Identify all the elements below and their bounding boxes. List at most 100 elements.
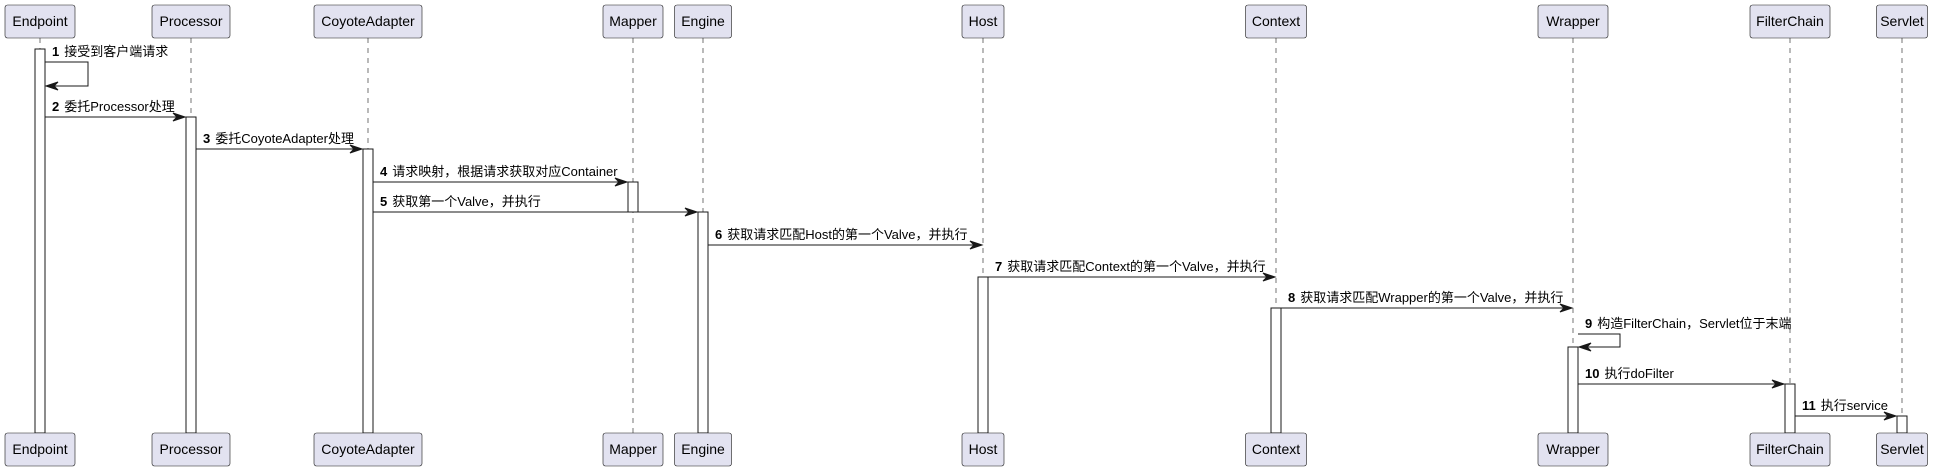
participant-label: Mapper	[609, 13, 657, 29]
participant-box	[674, 432, 732, 467]
participant-box	[1245, 4, 1307, 39]
participant-endpoint-top[interactable]: Endpoint	[4, 4, 76, 39]
participant-wrapper-top[interactable]: Wrapper	[1537, 4, 1609, 39]
participant-label: Servlet	[1880, 441, 1924, 457]
participant-box	[674, 4, 732, 39]
arrowhead-icon	[172, 112, 187, 122]
activation-bar-processor	[185, 116, 197, 434]
participant-box	[961, 432, 1005, 467]
participant-box	[602, 4, 664, 39]
activation-bar-coyoteadapter	[362, 148, 374, 434]
message-text: 接受到客户端请求	[64, 44, 168, 59]
message-number: 7	[995, 259, 1002, 274]
participant-filterchain-bottom[interactable]: FilterChain	[1749, 432, 1831, 467]
message-number: 2	[52, 99, 59, 114]
participant-coyoteadapter-bottom[interactable]: CoyoteAdapter	[313, 432, 423, 467]
participant-box	[313, 4, 423, 39]
participant-label: Servlet	[1880, 13, 1924, 29]
message-2: 2 委托Processor处理	[45, 99, 187, 122]
participant-label: Engine	[681, 13, 725, 29]
message-text: 执行service	[1821, 398, 1888, 413]
participant-box	[961, 4, 1005, 39]
activation-bar-endpoint	[34, 48, 46, 434]
participant-box	[151, 432, 231, 467]
participant-context-top[interactable]: Context	[1245, 4, 1307, 39]
activation-bar-host	[977, 276, 989, 434]
arrowhead-icon	[969, 240, 984, 250]
participant-endpoint-bottom[interactable]: Endpoint	[4, 432, 76, 467]
message-number: 11	[1802, 398, 1816, 413]
message-label: 11 执行service	[1802, 398, 1888, 413]
participants-bottom: Endpoint Processor CoyoteAdapter Mapper Engi…	[4, 432, 1928, 467]
message-line	[45, 61, 89, 87]
participant-servlet-bottom[interactable]: Servlet	[1876, 432, 1928, 467]
participant-box	[4, 432, 76, 467]
participant-label: Context	[1252, 441, 1300, 457]
participant-host-top[interactable]: Host	[961, 4, 1005, 39]
participant-mapper-top[interactable]: Mapper	[602, 4, 664, 39]
activations	[34, 48, 1908, 434]
arrowhead-icon	[1577, 342, 1592, 352]
participant-label: CoyoteAdapter	[321, 441, 415, 457]
message-9: 9 构造FilterChain，Servlet位于末端	[1577, 316, 1792, 352]
participant-box	[4, 4, 76, 39]
arrowhead-icon	[1771, 379, 1786, 389]
participant-label: Wrapper	[1546, 13, 1600, 29]
message-text: 委托Processor处理	[64, 99, 175, 114]
message-text: 请求映射，根据请求获取对应Container	[392, 164, 618, 179]
participant-label: Mapper	[609, 441, 657, 457]
participant-label: Endpoint	[12, 13, 67, 29]
participant-mapper-bottom[interactable]: Mapper	[602, 432, 664, 467]
message-label: 9 构造FilterChain，Servlet位于末端	[1585, 316, 1792, 331]
participant-processor-top[interactable]: Processor	[151, 4, 231, 39]
participant-host-bottom[interactable]: Host	[961, 432, 1005, 467]
message-number: 1	[52, 44, 59, 59]
message-1: 1 接受到客户端请求	[44, 44, 168, 91]
participant-label: Context	[1252, 13, 1300, 29]
participant-label: FilterChain	[1756, 441, 1824, 457]
participant-box	[1537, 432, 1609, 467]
participant-wrapper-bottom[interactable]: Wrapper	[1537, 432, 1609, 467]
participant-box	[1537, 4, 1609, 39]
participants-top: Endpoint Processor CoyoteAdapter Mapper Engi…	[4, 4, 1928, 39]
participant-label: Engine	[681, 441, 725, 457]
participant-label: Wrapper	[1546, 441, 1600, 457]
participant-label: CoyoteAdapter	[321, 13, 415, 29]
activation-bar-engine	[697, 211, 709, 434]
participant-box	[151, 4, 231, 39]
participant-processor-bottom[interactable]: Processor	[151, 432, 231, 467]
message-11: 11 执行service	[1795, 398, 1898, 421]
activation-bar-mapper	[627, 181, 639, 213]
participant-context-bottom[interactable]: Context	[1245, 432, 1307, 467]
participant-box	[1876, 4, 1928, 39]
message-label: 1 接受到客户端请求	[52, 44, 168, 59]
participant-box	[1749, 432, 1831, 467]
arrowhead-icon	[44, 81, 59, 91]
participant-box	[313, 432, 423, 467]
message-number: 4	[380, 164, 388, 179]
message-number: 3	[203, 131, 210, 146]
participant-engine-top[interactable]: Engine	[674, 4, 732, 39]
participant-coyoteadapter-top[interactable]: CoyoteAdapter	[313, 4, 423, 39]
participant-box	[1749, 4, 1831, 39]
participant-engine-bottom[interactable]: Engine	[674, 432, 732, 467]
message-number: 9	[1585, 316, 1592, 331]
arrowhead-icon	[684, 207, 699, 217]
participant-servlet-top[interactable]: Servlet	[1876, 4, 1928, 39]
participant-label: Host	[969, 441, 998, 457]
message-text: 构造FilterChain，Servlet位于末端	[1597, 316, 1791, 331]
participant-label: Processor	[159, 441, 222, 457]
participant-filterchain-top[interactable]: FilterChain	[1749, 4, 1831, 39]
activation-bar-context	[1270, 307, 1282, 434]
